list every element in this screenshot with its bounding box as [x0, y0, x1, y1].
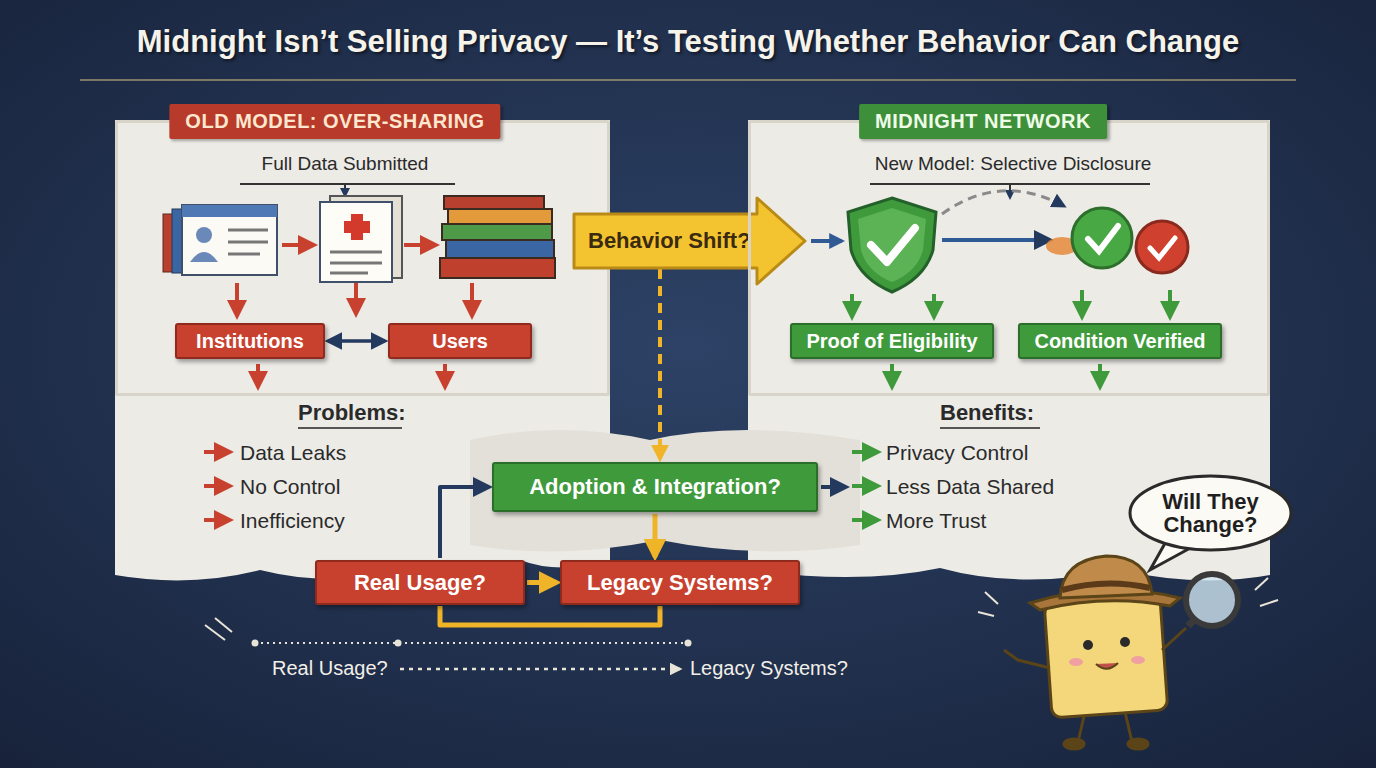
- flow-arrow: [850, 294, 854, 317]
- timeline-dot: [252, 640, 259, 647]
- benefit-item: Less Data Shared: [886, 475, 1054, 499]
- box-label: Condition Verified: [1034, 330, 1205, 353]
- question-box: Adoption & Integration?: [492, 462, 818, 512]
- speech-bubble: Will They Change?: [1128, 474, 1293, 552]
- problem-item: Data Leaks: [240, 441, 346, 465]
- detective-character: [1004, 556, 1238, 749]
- proof-box: Condition Verified: [1018, 323, 1222, 359]
- flow-arrow: [443, 364, 447, 387]
- box-label: Institutions: [196, 330, 304, 353]
- flow-arrow: [811, 239, 842, 243]
- box-label: Users: [432, 330, 488, 353]
- book-stack-icon: [440, 196, 555, 278]
- torn-patch: [470, 430, 860, 551]
- behavior-shift-arrow: Behavior Shift?: [572, 196, 807, 286]
- underline: [870, 183, 1150, 185]
- flow-arrow: [821, 485, 846, 489]
- id-card-icon: [163, 205, 277, 275]
- connector: [440, 487, 489, 558]
- timeline-label: Real Usage?: [272, 657, 388, 680]
- flow-arrow: [890, 364, 894, 387]
- question-box: Real Usage?: [315, 560, 525, 605]
- underline: [240, 183, 455, 185]
- box-label: Real Usage?: [354, 570, 486, 596]
- flow-arrow: [470, 283, 474, 316]
- connector: [440, 606, 660, 625]
- underline: [298, 427, 402, 429]
- problem-item: Inefficiency: [240, 509, 345, 533]
- flow-arrow: [404, 243, 436, 247]
- timeline: [255, 642, 690, 644]
- panel-heading: OLD MODEL: OVER-SHARING: [169, 104, 500, 139]
- dashed-arc: [942, 191, 1064, 214]
- dotted-arrow: [400, 668, 680, 671]
- check-badges: [1072, 208, 1188, 273]
- flow-arrow: [282, 243, 314, 247]
- box-label: Proof of Eligibility: [806, 330, 977, 353]
- small-arrow: [1009, 185, 1011, 198]
- shield-icon: [848, 198, 936, 292]
- section-heading: Benefits:: [940, 400, 1034, 426]
- bullet-arrow: [852, 450, 878, 454]
- bullet-arrow: [204, 518, 230, 522]
- actor-box: Users: [388, 323, 532, 359]
- bullet-arrow: [204, 450, 230, 454]
- timeline-dot: [395, 640, 402, 647]
- connector: [527, 580, 557, 585]
- flow-arrow: [1098, 364, 1102, 387]
- panel-subheading: Full Data Submitted: [262, 153, 429, 175]
- benefit-item: Privacy Control: [886, 441, 1028, 465]
- underline: [940, 427, 1040, 429]
- bubble-text: Will They Change?: [1151, 490, 1271, 536]
- actor-box: Institutions: [175, 323, 325, 359]
- bubble-outline: [1130, 476, 1291, 550]
- flow-arrow: [932, 294, 936, 317]
- proof-box: Proof of Eligibility: [790, 323, 994, 359]
- flow-arrow: [1168, 290, 1172, 317]
- panel-heading: MIDNIGHT NETWORK: [859, 104, 1107, 139]
- bubble-patch: [1170, 536, 1192, 543]
- old-model-panel: OLD MODEL: OVER-SHARINGFull Data Submitt…: [115, 120, 610, 396]
- timeline-label: Legacy Systems?: [690, 657, 848, 680]
- box-label: Legacy Systems?: [587, 570, 773, 596]
- diagram-title: Midnight Isn’t Selling Privacy — It’s Te…: [137, 24, 1239, 60]
- question-box: Legacy Systems?: [560, 560, 800, 605]
- flow-arrow: [942, 238, 1050, 242]
- flow-arrow: [235, 283, 239, 316]
- timeline-dot: [685, 640, 692, 647]
- small-arrow: [344, 185, 346, 196]
- problem-item: No Control: [240, 475, 340, 499]
- panel-subheading: New Model: Selective Disclosure: [875, 153, 1152, 175]
- box-label: Adoption & Integration?: [529, 474, 781, 500]
- arrow-body: [574, 198, 805, 284]
- section-heading: Problems:: [298, 400, 406, 426]
- connector: [653, 514, 658, 557]
- connector: [658, 269, 662, 459]
- bullet-arrow: [852, 484, 878, 488]
- benefit-item: More Trust: [886, 509, 986, 533]
- flow-arrow: [354, 283, 358, 314]
- flow-arrow: [1080, 290, 1084, 317]
- arrow-label: Behavior Shift?: [588, 228, 751, 254]
- bullet-arrow: [852, 518, 878, 522]
- medical-record-icon: [320, 196, 402, 282]
- connector: [328, 339, 385, 343]
- title-rule: [80, 79, 1296, 81]
- flow-arrow: [256, 364, 260, 387]
- midnight-panel: MIDNIGHT NETWORKNew Model: Selective Dis…: [748, 120, 1270, 396]
- bullet-arrow: [204, 484, 230, 488]
